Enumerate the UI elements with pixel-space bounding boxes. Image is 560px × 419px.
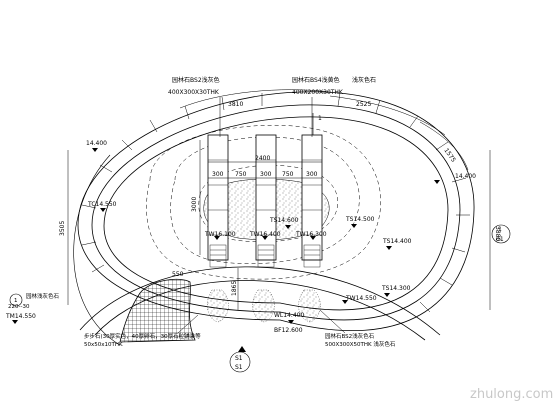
level-14400-right: 14.400 bbox=[455, 173, 476, 180]
dim-3000: 3000 bbox=[191, 197, 198, 212]
dim-750-b: 750 bbox=[282, 171, 294, 178]
dim-3880: 3880 bbox=[494, 226, 501, 241]
dim-300-c: 300 bbox=[306, 171, 318, 178]
callout-bottom-left-material: 步步石(30厚实色，40厚卵石，30厚石粒铺装等 bbox=[84, 332, 201, 340]
detail-top-label: 1 bbox=[498, 226, 502, 233]
dim-3810: 3810 bbox=[228, 101, 243, 108]
level-tw1: TW16.100 bbox=[204, 231, 236, 238]
level-wl: WL14.400 bbox=[274, 312, 304, 319]
lower-walkway bbox=[79, 266, 441, 341]
detail-bottom-label: 01 bbox=[496, 236, 504, 243]
callout-top-left-size: 400X300X30THK bbox=[168, 89, 220, 96]
level-ts14500: TS14.500 bbox=[345, 216, 375, 223]
dim-2400: 2400 bbox=[255, 155, 270, 162]
dim-750-a: 750 bbox=[235, 171, 247, 178]
section-mark-label: 1 bbox=[318, 115, 322, 122]
watermark-text: zhulong.com bbox=[470, 387, 553, 402]
level-ts14300: TS14.300 bbox=[381, 285, 411, 292]
callout-bottom-right-size: 500X300X50THK 浅灰色石 bbox=[325, 340, 396, 348]
wall-joints bbox=[208, 159, 322, 236]
dim-3505: 3505 bbox=[59, 221, 66, 236]
dim-2525: 2525 bbox=[356, 101, 371, 108]
dim-300-b: 300 bbox=[260, 171, 272, 178]
stone-walls bbox=[207, 134, 323, 261]
dim-1865: 1865 bbox=[231, 281, 238, 296]
dim-550: 550 bbox=[172, 271, 184, 278]
legend-small-range: 220--30 bbox=[8, 304, 30, 310]
level-tm-left: TM14.550 bbox=[5, 313, 36, 320]
level-markers bbox=[12, 148, 440, 352]
small-mark-label: 1 bbox=[14, 298, 18, 304]
level-tw3: TW16.300 bbox=[295, 231, 327, 238]
callout-top-right-material: 园林石BS4浅黄色 bbox=[292, 76, 340, 84]
callout-top-right-note: 浅灰色石 bbox=[352, 76, 376, 84]
dim-1575: 1575 bbox=[442, 147, 457, 164]
paving-joints bbox=[81, 92, 470, 313]
dim-300-a: 300 bbox=[212, 171, 224, 178]
grid-paving bbox=[119, 278, 196, 343]
level-tw4: TW14.550 bbox=[345, 295, 377, 302]
level-bf: BF12.600 bbox=[274, 327, 303, 334]
leader-lines bbox=[177, 97, 346, 334]
outer-boundary bbox=[73, 154, 121, 346]
level-ts14600: TS14.600 bbox=[269, 217, 299, 224]
level-tc: TC14.550 bbox=[87, 201, 117, 208]
level-ts14400: TS14.400 bbox=[382, 238, 412, 245]
view-top-label: S1 bbox=[235, 355, 243, 362]
fountain-spray bbox=[207, 289, 321, 323]
legend-small-material: 园林浅灰色石 bbox=[26, 292, 60, 300]
callout-top-right-size: 400X200X30THK bbox=[292, 89, 344, 96]
callout-bottom-right-material: 园林石BS2浅灰色石 bbox=[325, 332, 375, 340]
level-14400-left: 14.400 bbox=[86, 140, 107, 147]
view-bottom-label: S1 bbox=[235, 364, 243, 371]
dimension-lines bbox=[67, 89, 491, 310]
level-tw2: TW16.400 bbox=[249, 231, 281, 238]
callout-top-left-material: 园林石BS2浅灰色 bbox=[172, 76, 220, 84]
spillway-steps bbox=[209, 244, 321, 268]
callout-bottom-left-size: 50x50x10THK bbox=[84, 342, 123, 348]
